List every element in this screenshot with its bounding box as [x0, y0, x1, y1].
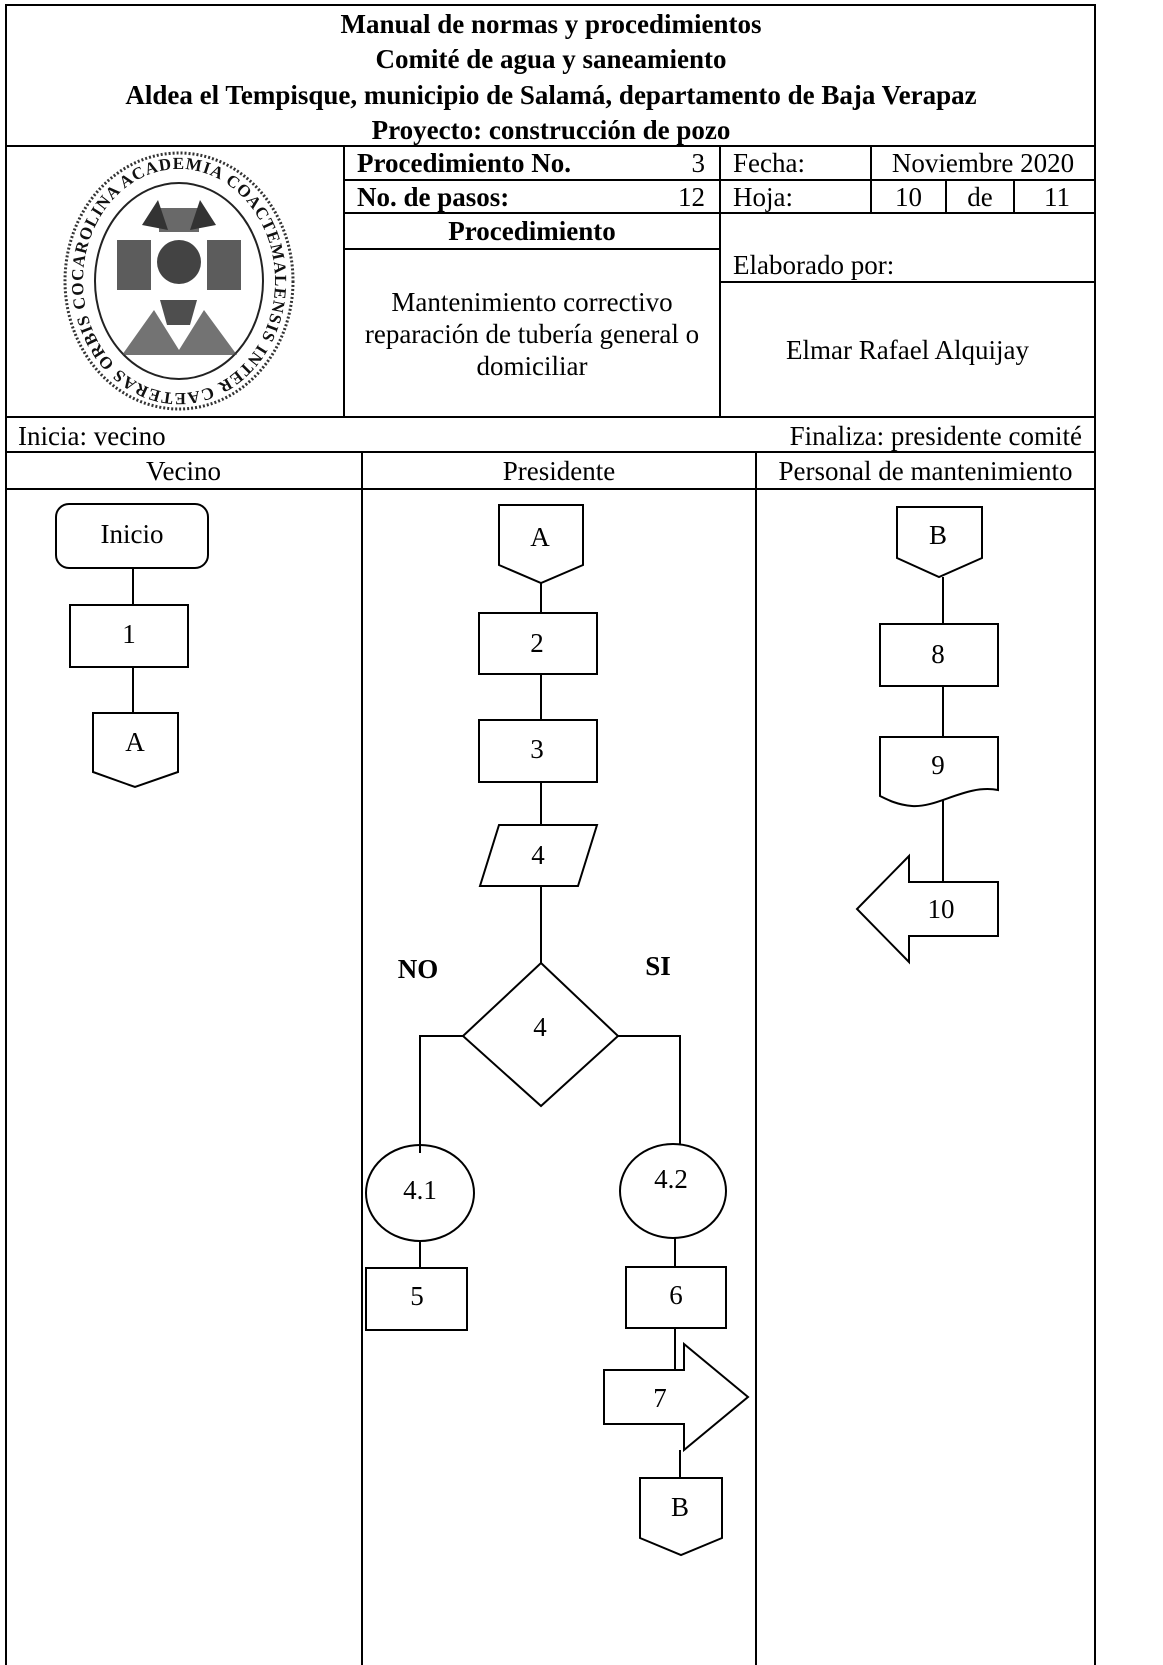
- fecha-divider: [870, 145, 872, 213]
- step-9-label: 9: [931, 750, 945, 780]
- hoja-divider-2: [1013, 180, 1015, 213]
- label-no: NO: [398, 954, 439, 984]
- seal-cell-right: [343, 145, 345, 417]
- decision-4-label: 4: [533, 1012, 547, 1042]
- process-step-1: [69, 604, 189, 668]
- connector-a-in-label: A: [530, 522, 550, 552]
- step-4-io-label: 4: [531, 840, 545, 870]
- row-line-4: [720, 281, 1096, 283]
- pasos-value: 12: [678, 182, 705, 212]
- hoja-value: 10: [895, 182, 922, 212]
- fecha-value: Noviembre 2020: [891, 148, 1075, 178]
- title-line-1: Manual de normas y procedimientos: [340, 9, 762, 39]
- elaborado-value: Elmar Rafael Alquijay: [786, 335, 1029, 365]
- arrow-step-10: [855, 853, 999, 965]
- step-8-label: 8: [931, 639, 945, 669]
- finaliza-label: Finaliza: presidente comité: [789, 421, 1082, 451]
- start-label: Inicio: [101, 519, 164, 549]
- decision-si-path: [618, 1035, 681, 1145]
- roles-bottom-line: [6, 451, 1096, 453]
- hoja-label: Hoja:: [733, 182, 793, 212]
- title-line-4: Proyecto: construcción de pozo: [371, 115, 731, 145]
- hoja-divider-1: [945, 180, 947, 213]
- circle-4-2: [619, 1143, 727, 1239]
- procedimiento-heading: Procedimiento: [448, 216, 616, 246]
- fecha-label: Fecha:: [733, 148, 805, 178]
- offpage-connector-b-in: [896, 506, 983, 579]
- frame-top: [6, 4, 1096, 6]
- process-step-3: [478, 719, 598, 783]
- decision-no-path: [419, 1035, 463, 1153]
- elaborado-label: Elaborado por:: [733, 250, 895, 280]
- step-7-label: 7: [653, 1383, 667, 1413]
- description-line-2: reparación de tubería general o: [364, 319, 700, 349]
- hoja-de: de: [967, 182, 993, 212]
- pasos-label: No. de pasos:: [357, 182, 510, 212]
- step-5-label: 5: [410, 1281, 424, 1311]
- header-bottom-line: [6, 145, 1096, 147]
- step-6-label: 6: [669, 1280, 683, 1310]
- lane-divider-2: [755, 452, 757, 1665]
- lane-header-presidente: Presidente: [502, 456, 616, 486]
- lane-divider-1: [361, 452, 363, 1665]
- info-bottom-line: [6, 416, 1096, 418]
- description-line-1: Mantenimiento correctivo: [391, 287, 673, 317]
- frame-right: [1094, 4, 1096, 1665]
- process-step-8: [879, 623, 999, 687]
- title-line-2: Comité de agua y saneamiento: [375, 44, 727, 74]
- row-line-1: [344, 179, 1096, 181]
- document-step-9: [879, 736, 999, 808]
- io-step-4: [478, 824, 599, 887]
- circle-4-1: [365, 1144, 475, 1242]
- offpage-connector-a: [92, 712, 179, 789]
- process-step-5: [365, 1267, 468, 1331]
- process-step-2: [478, 612, 598, 675]
- row-line-2: [344, 212, 1096, 214]
- process-step-6: [625, 1266, 727, 1329]
- university-seal-icon: CAROLINA ACADEMIA COACTEMALENSIS INTER C…: [62, 150, 295, 411]
- procedimiento-value: 3: [691, 148, 706, 178]
- row-line-3: [344, 248, 720, 250]
- title-line-3: Aldea el Tempisque, municipio de Salamá,…: [125, 80, 977, 110]
- arrow-step-7: [603, 1341, 750, 1453]
- offpage-connector-a-in: [498, 504, 584, 585]
- lane-header-mantenimiento: Personal de mantenimiento: [778, 456, 1073, 486]
- hoja-total: 11: [1044, 182, 1070, 212]
- circle-4-2-label: 4.2: [654, 1164, 688, 1194]
- step-10-label: 10: [928, 894, 955, 924]
- label-si: SI: [645, 951, 671, 981]
- start-terminator: [55, 503, 209, 569]
- lanes-header-bottom: [6, 488, 1096, 490]
- lane-header-vecino: Vecino: [146, 456, 221, 486]
- decision-4: [461, 961, 620, 1108]
- step-2-label: 2: [530, 628, 544, 658]
- step-3-label: 3: [530, 734, 544, 764]
- connector-b-in-label: B: [929, 520, 947, 550]
- inicia-label: Inicia: vecino: [18, 421, 166, 451]
- step-1-label: 1: [122, 619, 136, 649]
- connector-a-label: A: [125, 727, 145, 757]
- offpage-connector-b: [639, 1477, 723, 1557]
- frame-left: [5, 4, 7, 1665]
- connector-b-label: B: [671, 1492, 689, 1522]
- description-line-3: domiciliar: [476, 351, 588, 381]
- procedimiento-label: Procedimiento No.: [357, 148, 571, 178]
- circle-4-1-label: 4.1: [403, 1175, 437, 1205]
